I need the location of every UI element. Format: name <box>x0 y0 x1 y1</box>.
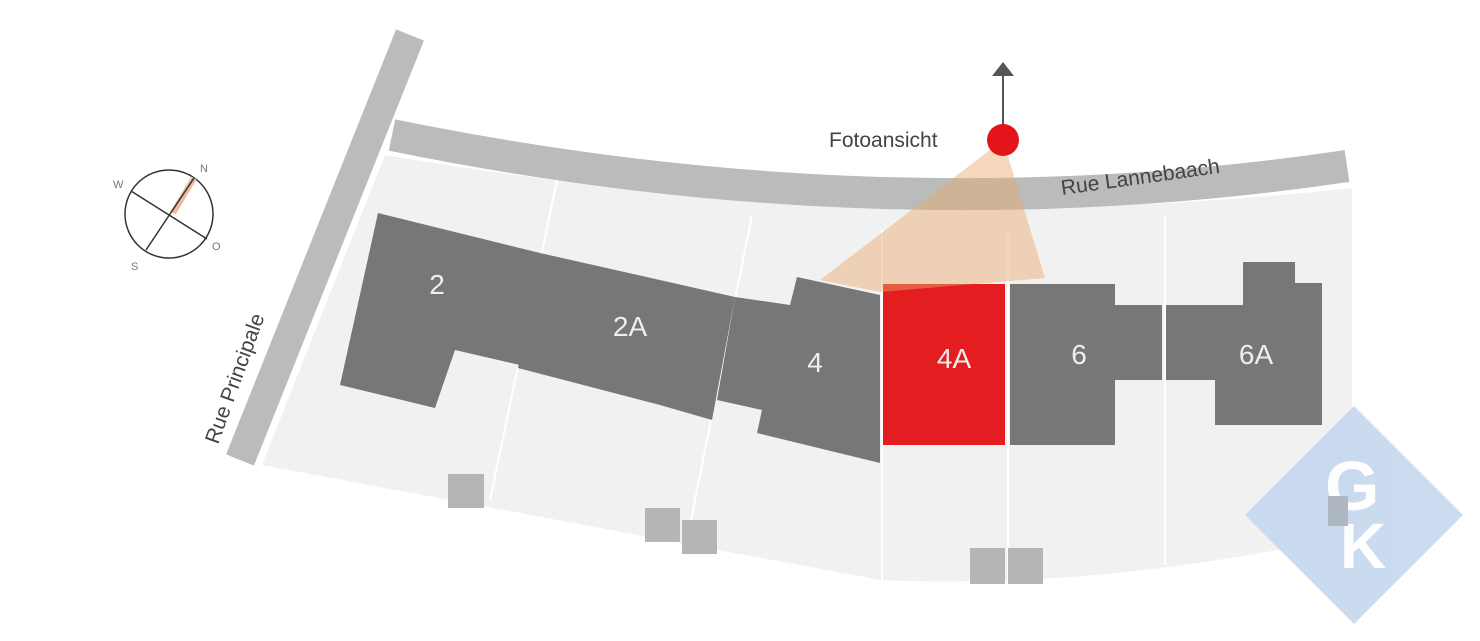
road-rue-principale <box>226 29 424 466</box>
lot-label-4: 4 <box>807 347 823 378</box>
viewpoint-label: Fotoansicht <box>829 129 938 152</box>
parking-spaces <box>448 474 1043 584</box>
viewpoint-marker[interactable] <box>987 124 1019 156</box>
compass-n: N <box>200 163 208 175</box>
compass-w: W <box>113 179 124 191</box>
building-4a[interactable] <box>883 284 1005 445</box>
lot-label-4a: 4A <box>937 343 972 374</box>
gk-watermark-logo: G K <box>1245 406 1463 624</box>
lot-label-2: 2 <box>429 269 445 300</box>
view-cone <box>820 140 1045 292</box>
building-6a[interactable] <box>1166 262 1322 425</box>
building-2[interactable] <box>340 213 540 408</box>
road-rue-lannebaach <box>388 119 1350 211</box>
compass-icon: N W S O <box>113 163 221 273</box>
compass-s: S <box>131 261 138 273</box>
arrow-head-icon <box>992 62 1014 76</box>
building-6[interactable] <box>1010 284 1162 445</box>
lot-label-6a: 6A <box>1239 339 1274 370</box>
lot-label-2a: 2A <box>613 311 648 342</box>
lot-label-6: 6 <box>1071 339 1087 370</box>
building-2a[interactable] <box>518 253 735 420</box>
compass-o: O <box>212 241 221 253</box>
building-4[interactable] <box>717 277 880 463</box>
